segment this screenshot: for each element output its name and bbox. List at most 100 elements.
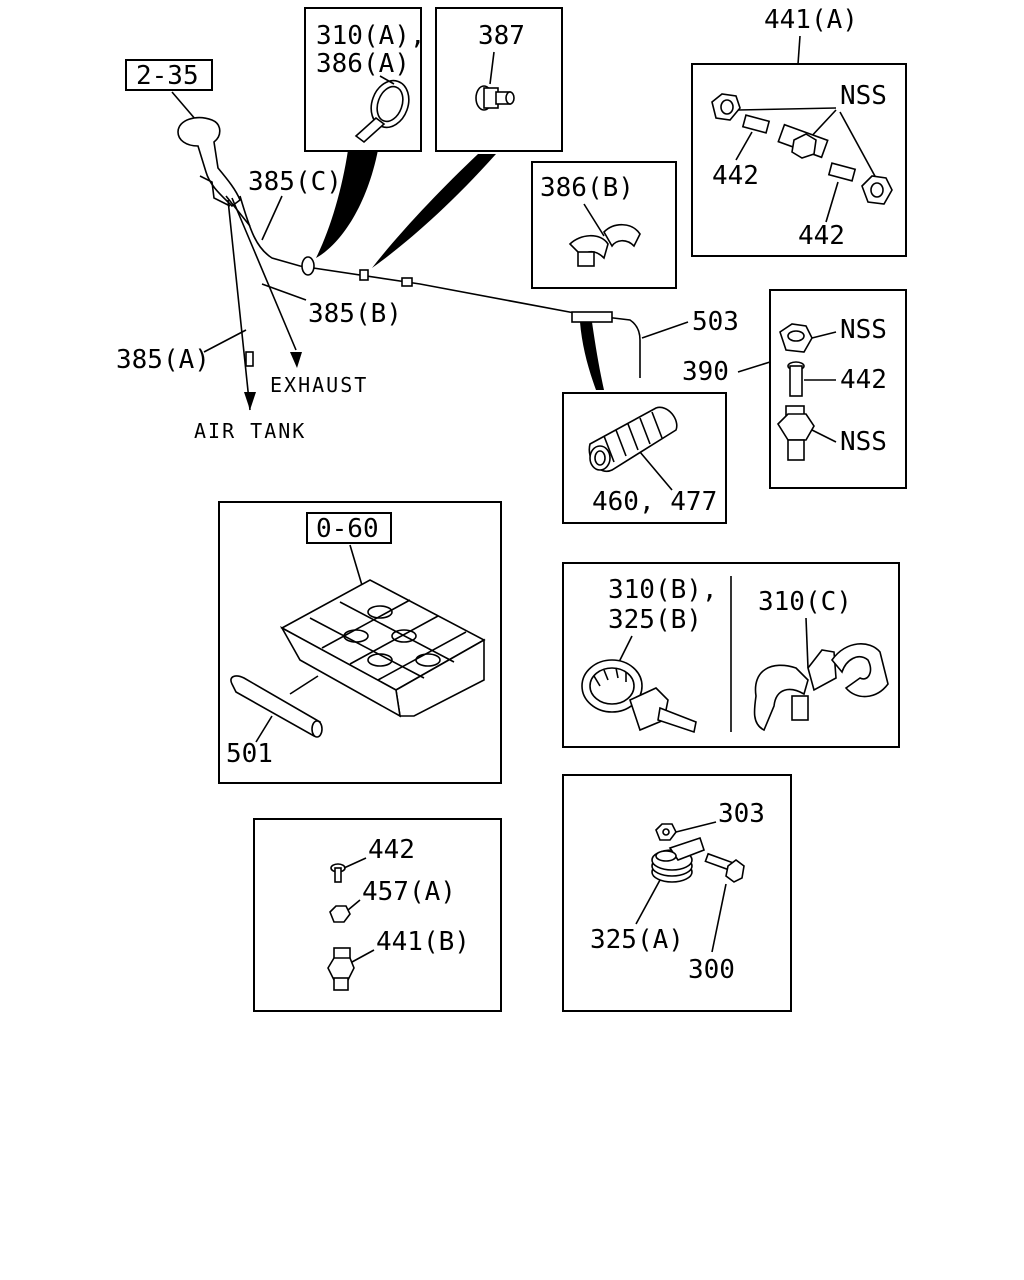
leader-line xyxy=(839,111,877,179)
label-501: 501 xyxy=(226,739,273,769)
label-325b: 325(B) xyxy=(608,605,702,635)
nut-illustration xyxy=(779,323,813,353)
label-303: 303 xyxy=(718,799,765,829)
label-310c: 310(C) xyxy=(758,587,852,617)
air-tank-arrow-icon xyxy=(244,392,256,410)
label-386a: 386(A) xyxy=(316,49,410,79)
hose-501-illustration xyxy=(230,675,323,738)
sheet-ref-2-35: 2-35 xyxy=(136,61,199,91)
label-nss-top: NSS xyxy=(840,315,887,345)
leader-line xyxy=(639,451,673,491)
brake-valve-illustration xyxy=(177,116,251,227)
detail-box-fittings-441b: 442 457(A) 441(B) xyxy=(253,818,502,1012)
pipe-385c xyxy=(239,195,641,378)
detail-box-clip-310a: 310(A), 386(A) xyxy=(304,7,426,152)
detail-box-boot-460: 460, 477 xyxy=(562,392,727,524)
label-442: 442 xyxy=(840,365,887,395)
pipe-fitting xyxy=(245,351,254,367)
connector-illustration xyxy=(776,405,815,461)
detail-box-frame-501: 0-60 501 xyxy=(218,501,502,784)
clip-on-pipe xyxy=(301,256,315,276)
pipe-385a xyxy=(227,199,251,411)
leader-line xyxy=(255,715,273,743)
leader-line xyxy=(289,675,319,695)
label-442-right: 442 xyxy=(798,221,845,251)
pipe-503-sleeve xyxy=(571,311,613,323)
label-385b: 385(B) xyxy=(308,299,402,329)
plug-on-pipe xyxy=(359,269,369,281)
label-390: 390 xyxy=(682,357,729,387)
label-300: 300 xyxy=(688,955,735,985)
double-clamp-illustration xyxy=(753,643,889,732)
screw-442-illustration xyxy=(330,863,346,883)
leader-line xyxy=(171,91,197,121)
leader-line xyxy=(735,131,753,161)
nut-left-illustration xyxy=(711,93,741,121)
leader-line xyxy=(737,361,771,373)
leader-line xyxy=(583,203,605,237)
leader-line xyxy=(797,35,801,65)
sleeve-right-illustration xyxy=(827,162,857,182)
nut-303-illustration xyxy=(655,823,677,841)
sleeve-left-illustration xyxy=(741,114,771,134)
sheet-ref-0-60: 0-60 xyxy=(316,514,379,544)
sheet-ref-box xyxy=(306,512,392,544)
nut-right-illustration xyxy=(861,175,893,205)
exhaust-arrow-icon xyxy=(290,352,302,368)
leader-line xyxy=(825,181,839,223)
leader-line xyxy=(805,617,809,669)
leader-line xyxy=(351,949,375,963)
label-nss-bottom: NSS xyxy=(840,427,887,457)
detail-box-fitting-441a: 441(A) NSS 442 442 xyxy=(691,5,907,257)
leader-line xyxy=(811,429,837,443)
sheet-ref-box xyxy=(125,59,213,91)
leader-line xyxy=(711,883,727,953)
label-exhaust: EXHAUST xyxy=(270,373,368,397)
detail-box-fitting-390: 390 NSS 442 NSS xyxy=(682,289,907,489)
label-441b: 441(B) xyxy=(376,927,470,957)
leader-line xyxy=(261,195,283,241)
leader-wedge-310a xyxy=(316,150,378,258)
label-air-tank: AIR TANK xyxy=(194,419,306,443)
leader-line xyxy=(347,899,361,911)
label-385c: 385(C) xyxy=(248,167,342,197)
leader-line xyxy=(737,107,837,111)
leader-line xyxy=(675,821,717,833)
detail-box-clamps-310b: 310(B), 325(B) 310(C) xyxy=(562,562,900,748)
leader-line xyxy=(489,51,495,85)
nut-457a-illustration xyxy=(329,905,351,923)
leader-line xyxy=(635,879,661,925)
sleeve-illustration xyxy=(787,361,805,397)
frame-illustration xyxy=(279,579,486,718)
bolt-300-illustration xyxy=(704,852,745,883)
label-460-477: 460, 477 xyxy=(592,487,717,517)
leader-wedge-387 xyxy=(372,154,496,268)
detail-box-plug-387: 387 xyxy=(435,7,563,152)
fitting-441b-illustration xyxy=(327,947,355,991)
leader-line xyxy=(203,329,247,353)
label-387: 387 xyxy=(478,21,525,51)
plug-illustration xyxy=(475,85,515,111)
p-clamp-illustration xyxy=(651,836,706,883)
union-illustration xyxy=(777,123,829,159)
leader-line xyxy=(343,857,367,869)
label-310b: 310(B), xyxy=(608,575,718,605)
label-385a: 385(A) xyxy=(116,345,210,375)
leader-line xyxy=(811,331,837,339)
label-441a: 441(A) xyxy=(764,5,858,35)
label-325a: 325(A) xyxy=(590,925,684,955)
label-nss: NSS xyxy=(840,81,887,111)
pipe-385b xyxy=(231,197,297,351)
leader-line xyxy=(261,283,307,301)
detail-box-bracket-325a: 303 325(A) 300 xyxy=(562,774,792,1012)
boot-illustration xyxy=(588,406,678,473)
pipe-routing-assembly: 2-35 385(C) 385(B) 385(A) EXHAUST AIR TA xyxy=(116,59,739,443)
label-457a: 457(A) xyxy=(362,877,456,907)
label-503: 503 xyxy=(692,307,739,337)
clip-illustration xyxy=(568,223,641,267)
detail-box-clip-386b: 386(B) xyxy=(531,161,677,289)
leader-wedge-460 xyxy=(580,322,604,390)
label-442-left: 442 xyxy=(712,161,759,191)
leader-line xyxy=(641,321,689,339)
